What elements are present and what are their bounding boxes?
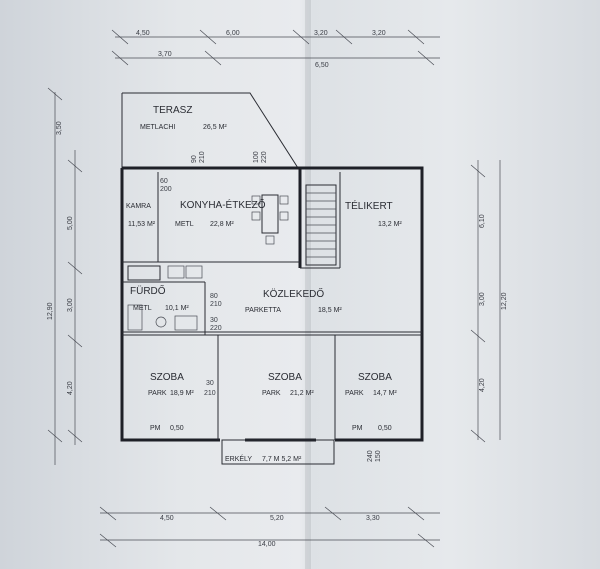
staircase: [305, 184, 337, 266]
top-dim-3: 3,20: [314, 30, 328, 37]
szoba1-area: 18,9 M²: [170, 390, 194, 397]
furdo-area: 10,1 M²: [165, 305, 189, 312]
kozlekedo-floor: PARKETTA: [245, 307, 281, 314]
kozlekedo-name: KÖZLEKEDŐ: [263, 286, 324, 300]
szoba1-pm: PM: [150, 425, 161, 432]
opening-10: 210: [204, 390, 216, 397]
left-dimensions: 3,50 5,00 3,00 4,20 12,90: [47, 87, 83, 465]
opening-7: 80: [210, 293, 218, 300]
kamra-name: KAMRA: [126, 203, 151, 210]
erkely-area: 7,7 M 5,2 M²: [262, 456, 302, 463]
konyha-name: KONYHA-ÉTKEZŐ: [180, 197, 266, 211]
right-dim-4: 12,20: [501, 292, 508, 310]
szoba1-floor: PARK: [148, 390, 167, 397]
top-dim-5: 3,70: [158, 51, 172, 58]
opening-9: 30: [206, 380, 214, 387]
kozlekedo-area: 18,5 M²: [318, 307, 342, 314]
opening-5: 60: [160, 178, 168, 185]
room-labels: TERASZ METLACHI 26,5 M² KAMRA 11,53 M² K…: [126, 105, 402, 463]
right-dimensions: 6,10 3,00 4,20 12,20: [470, 160, 508, 443]
furdo-name: FÜRDŐ: [130, 283, 166, 297]
furniture: [127, 194, 289, 331]
right-dim-1: 6,10: [479, 214, 486, 228]
opening-11: 30: [210, 317, 218, 324]
top-dim-2: 6,00: [226, 30, 240, 37]
bottom-dim-1: 4,50: [160, 515, 174, 522]
terasz-floor: METLACHI: [140, 124, 175, 131]
opening-3: 100: [253, 151, 260, 163]
szoba3-pm-val: 0,50: [378, 425, 392, 432]
opening-8: 210: [210, 301, 222, 308]
opening-13: 240: [367, 450, 374, 462]
opening-6: 200: [160, 186, 172, 193]
outer-walls: [120, 166, 424, 442]
szoba1-name: SZOBA: [150, 372, 184, 383]
szoba2-floor: PARK: [262, 390, 281, 397]
opening-12: 220: [210, 325, 222, 332]
left-dim-4: 4,20: [67, 381, 74, 395]
terasz-name: TERASZ: [153, 105, 192, 116]
szoba3-floor: PARK: [345, 390, 364, 397]
balcony: [221, 439, 335, 465]
terrace: [121, 92, 299, 169]
telikert-name: TÉLIKERT: [345, 199, 393, 212]
opening-2: 210: [199, 151, 206, 163]
right-dim-2: 3,00: [479, 292, 486, 306]
top-dim-6: 6,50: [315, 62, 329, 69]
bottom-dim-3: 3,30: [366, 515, 380, 522]
top-dimensions: 4,50 6,00 3,20 3,20 3,70 6,50: [111, 29, 440, 69]
szoba1-pm-val: 0,50: [170, 425, 184, 432]
erkely-name: ERKÉLY: [225, 454, 252, 463]
szoba3-name: SZOBA: [358, 372, 392, 383]
bottom-dim-2: 5,20: [270, 515, 284, 522]
paper-fold: [305, 0, 311, 569]
right-dim-3: 4,20: [479, 378, 486, 392]
left-dim-5: 12,90: [47, 302, 54, 320]
szoba3-pm: PM: [352, 425, 363, 432]
bottom-dim-4: 14,00: [258, 541, 276, 548]
konyha-area: 22,8 M²: [210, 221, 234, 228]
terasz-area: 26,5 M²: [203, 124, 227, 131]
top-dim-4: 3,20: [372, 30, 386, 37]
szoba2-area: 21,2 M²: [290, 390, 314, 397]
opening-1: 90: [191, 155, 198, 163]
interior-walls: [122, 172, 422, 440]
kamra-area: 11,53 M²: [128, 221, 156, 228]
konyha-floor: METL: [175, 221, 194, 228]
szoba2-name: SZOBA: [268, 372, 302, 383]
szoba3-area: 14,7 M²: [373, 390, 397, 397]
left-dim-1: 3,50: [56, 121, 63, 135]
left-dim-3: 3,00: [67, 298, 74, 312]
opening-4: 220: [261, 151, 268, 163]
left-dim-2: 5,00: [67, 216, 74, 230]
opening-dimensions: 90 210 100 220 60 200 80 210 30 210 30 2…: [160, 151, 382, 462]
bottom-dimensions: 4,50 5,20 3,30 14,00: [99, 506, 440, 548]
furdo-floor: METL: [133, 305, 152, 312]
top-dim-1: 4,50: [136, 30, 150, 37]
opening-14: 150: [375, 450, 382, 462]
telikert-area: 13,2 M²: [378, 221, 402, 228]
